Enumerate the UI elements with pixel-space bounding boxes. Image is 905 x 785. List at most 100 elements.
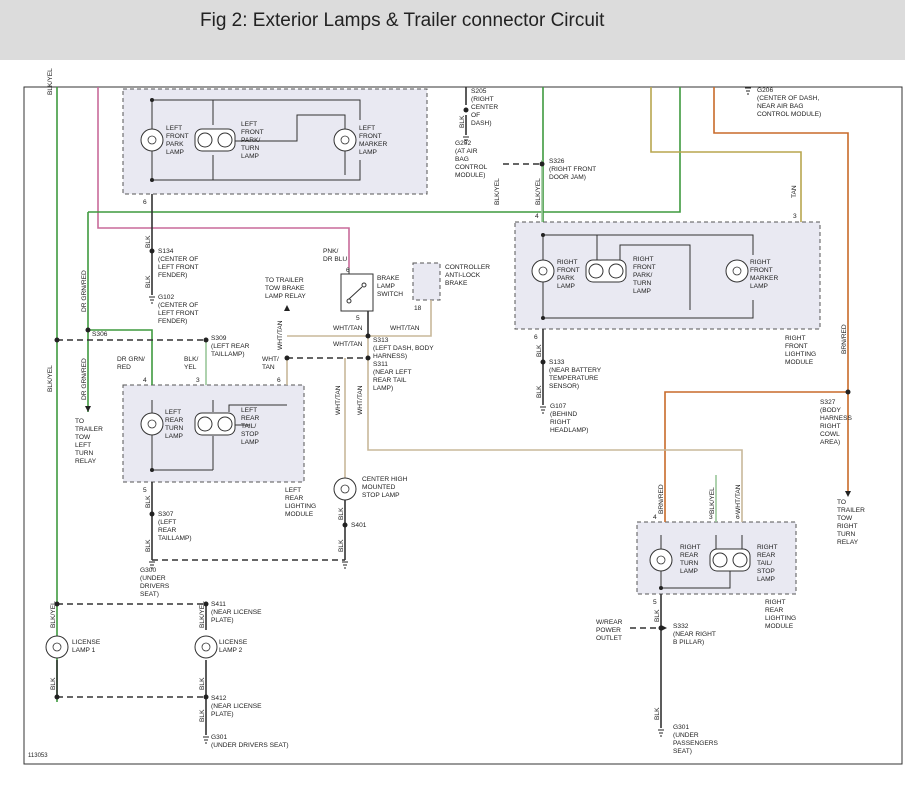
wire-brn-red-rr (664, 391, 848, 522)
page-title: Fig 2: Exterior Lamps & Trailer connecto… (200, 10, 605, 31)
wire-label-blk: BLK (145, 235, 152, 248)
license-lamp-2-icon (194, 635, 218, 659)
arrow-icon (845, 491, 851, 497)
pin-label: 4 (143, 377, 147, 384)
wire-label-brn-red: BRN/RED (841, 324, 848, 354)
wire-label-blk-10: BLK (536, 344, 543, 357)
pin-label: 5 (356, 315, 360, 322)
pin-label: 6 (346, 267, 350, 274)
arrow-icon (85, 406, 91, 412)
wire-label-blk-yel-5: BLK/YEL (50, 601, 57, 628)
lf-park-turn-lamp-icon (194, 128, 236, 152)
wire-label-blk-yel: BLK/YEL (47, 68, 54, 95)
wire-label-wht-tan-2: WHT/TAN (390, 325, 420, 332)
wire-label-blk-12: BLK (654, 609, 661, 622)
wire-label-blk-yel-4: BLK/YEL (535, 178, 542, 205)
wire-label-blk-13: BLK (654, 707, 661, 720)
rf-marker-lamp-icon (725, 259, 749, 283)
abs-controller-box (412, 262, 441, 301)
wire-label-wht-tan-8: WHT/TAN (735, 484, 742, 514)
wire-label-blk-9: BLK (199, 709, 206, 722)
pin-label: 6 (277, 377, 281, 384)
rf-internal-wiring (542, 234, 754, 319)
wire-wht-tan-abs (368, 300, 432, 337)
pin-label: 4 (535, 213, 539, 220)
lr-tail-stop-lamp-icon (194, 412, 236, 436)
pin-label: 3 (709, 514, 713, 521)
ground-icon (149, 87, 751, 744)
pin-label: 5 (143, 487, 147, 494)
pin-label: 6 (736, 514, 740, 521)
pin-label: 3 (196, 377, 200, 384)
wire-brn-red-right (713, 87, 849, 495)
brake-switch-box (340, 273, 374, 312)
arrow-icon (284, 305, 290, 311)
wire-label-blk-yel-7: BLK/YEL (709, 487, 716, 514)
ground-label-g301-left: G301(UNDER DRIVERS SEAT) (211, 734, 289, 749)
wire-label-blk-6: BLK (338, 539, 345, 552)
wire-label-blk-14: BLK (459, 115, 466, 128)
wire-label-wht-tan-7: WHT/TAN (357, 385, 364, 415)
wire-label-dr-grn-red-3: DR GRN/RED (117, 356, 145, 371)
right-front-lighting-module-box (514, 221, 821, 330)
wire-wht-tan-rr (367, 336, 743, 522)
pin-label: 3 (793, 213, 797, 220)
switch-icon (346, 282, 367, 304)
lf-internal-wiring (151, 99, 361, 181)
license-lamp-1-icon (45, 635, 69, 659)
wire-label-tan: TAN (791, 185, 798, 198)
pin-label: 6 (143, 199, 147, 206)
pin-label: 18 (414, 305, 422, 312)
wire-label-blk-7: BLK (50, 677, 57, 690)
wire-label-brn-red-2: BRN/RED (658, 484, 665, 514)
diagram-frame (23, 86, 903, 765)
rr-turn-lamp-icon (649, 548, 673, 572)
wire-label-wht-tan-3: WHT/TAN (333, 341, 363, 348)
pin-label: 5 (653, 599, 657, 606)
header-bar: Fig 2: Exterior Lamps & Trailer connecto… (0, 0, 905, 60)
wire-label-wht-tan-5: WHT/TAN (277, 320, 284, 350)
rr-tail-stop-lamp-icon (709, 548, 751, 572)
wire-label-blk-4: BLK (145, 539, 152, 552)
wire-label-dr-grn-red-2: DR GRN/RED (81, 358, 88, 400)
wire-label-blk-5: BLK (338, 507, 345, 520)
rf-park-lamp-icon (531, 259, 555, 283)
wire-label-blk-8: BLK (199, 677, 206, 690)
wire-label-pnk-dr-blu: PNK/DR BLU (323, 248, 347, 263)
lr-turn-lamp-icon (140, 412, 164, 436)
wire-label-blk-2: BLK (145, 275, 152, 288)
wire-label-blk-yel-2: BLK/YEL (47, 365, 54, 392)
lf-marker-lamp-icon (333, 128, 357, 152)
